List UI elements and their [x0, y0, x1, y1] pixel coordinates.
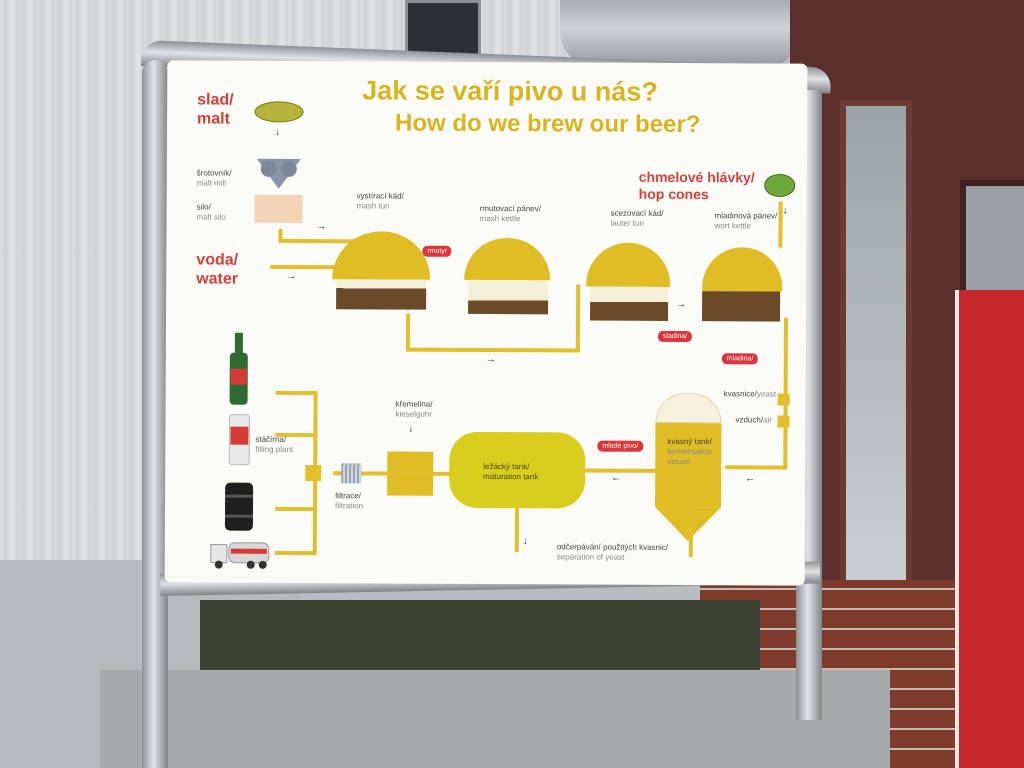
yeast-valve [777, 393, 790, 406]
maturation-label: ležácký tank/maturation tank [483, 461, 539, 482]
pill-wort: mladina/ [721, 353, 759, 365]
malt-mill-label: šrotovník/malt mill [196, 168, 232, 188]
arrow-down-icon: ↓ [522, 536, 528, 548]
air-valve [777, 415, 790, 428]
arrow-down-icon: ↓ [408, 423, 414, 435]
wort-kettle-contents [702, 291, 781, 322]
beer-can-icon [228, 414, 251, 466]
wort-kettle-label: mladinová pánev/wort kettle [714, 211, 778, 231]
arrow-left-icon: ← [611, 472, 622, 484]
brewing-sign: Jak se vaří pivo u nás? How do we brew o… [164, 60, 808, 586]
fermentation-drain [688, 527, 693, 558]
malt-label: slad/malt [197, 91, 234, 128]
mash-kettle-vessel [464, 237, 551, 281]
filling-manifold [312, 391, 318, 556]
yeast-separation-label: odčerpávání použitých kvasnic/separation… [556, 542, 669, 562]
mash-tun-contents [336, 279, 427, 310]
grist-pipe [278, 238, 359, 244]
maturation-drain [514, 508, 520, 553]
lauter-tun-vessel [586, 242, 671, 287]
arrow-down-icon: ↓ [782, 205, 788, 217]
arrow-down-icon: ↓ [274, 126, 281, 138]
arrow-right-icon: → [286, 270, 297, 283]
glass-panel [840, 100, 912, 592]
title-czech: Jak se vaří pivo u nás? [362, 75, 658, 107]
air-label: vzduch/air [735, 415, 772, 425]
arrow-right-icon: → [316, 221, 327, 233]
frame-left-pole [142, 60, 168, 768]
yeast-label: kvasnice/yeast [723, 389, 777, 399]
malt-mill-icon [256, 158, 301, 189]
pill-sweet-wort: sladina/ [657, 330, 693, 343]
filling-plant-label: stáčírna/filling plant [255, 434, 294, 454]
lauter-tun-label: scezovací kád/lauter tun [610, 208, 664, 228]
lower-pipe [405, 347, 580, 353]
filter-unit [341, 463, 362, 484]
wort-kettle-vessel [702, 247, 783, 292]
malt-grain-icon [254, 101, 304, 123]
red-info-panel [955, 290, 1024, 768]
hops-label: chmelové hlávky/hop cones [638, 168, 755, 203]
malt-silo-icon [254, 194, 303, 224]
mash-kettle-label: rmutovací pánev/mash kettle [479, 203, 541, 224]
keg-line [275, 506, 316, 512]
beer-keg-icon [224, 482, 254, 531]
pill-mash: rmuty/ [422, 245, 452, 257]
filtration-label: filtrace/filtration [335, 491, 364, 511]
hop-cone-icon [764, 174, 796, 198]
arrow-right-icon: → [676, 298, 687, 311]
lower-pipe-riser [575, 284, 581, 353]
silo-label: silo/malt silo [196, 202, 226, 222]
arrow-right-icon: → [485, 353, 496, 366]
bottle-line [275, 390, 316, 396]
title-english: How do we brew our beer? [394, 109, 701, 139]
water-label: voda/water [196, 251, 239, 288]
tanker-truck-icon [210, 542, 270, 569]
cooling-pipe [725, 465, 788, 470]
kieselguhr-label: křemelina/kieselguhr [395, 399, 433, 419]
arrow-left-icon: ← [745, 473, 756, 485]
mash-kettle-contents [468, 279, 549, 315]
tanker-line [274, 550, 315, 556]
mash-tun-label: vystírací kád/mash tun [356, 191, 404, 211]
beer-bottle-icon [229, 332, 248, 405]
concrete-step [100, 670, 890, 768]
pill-young-beer: mladé pivo/ [597, 440, 644, 452]
lauter-tun-contents [590, 286, 669, 321]
return-pipe [405, 313, 411, 350]
